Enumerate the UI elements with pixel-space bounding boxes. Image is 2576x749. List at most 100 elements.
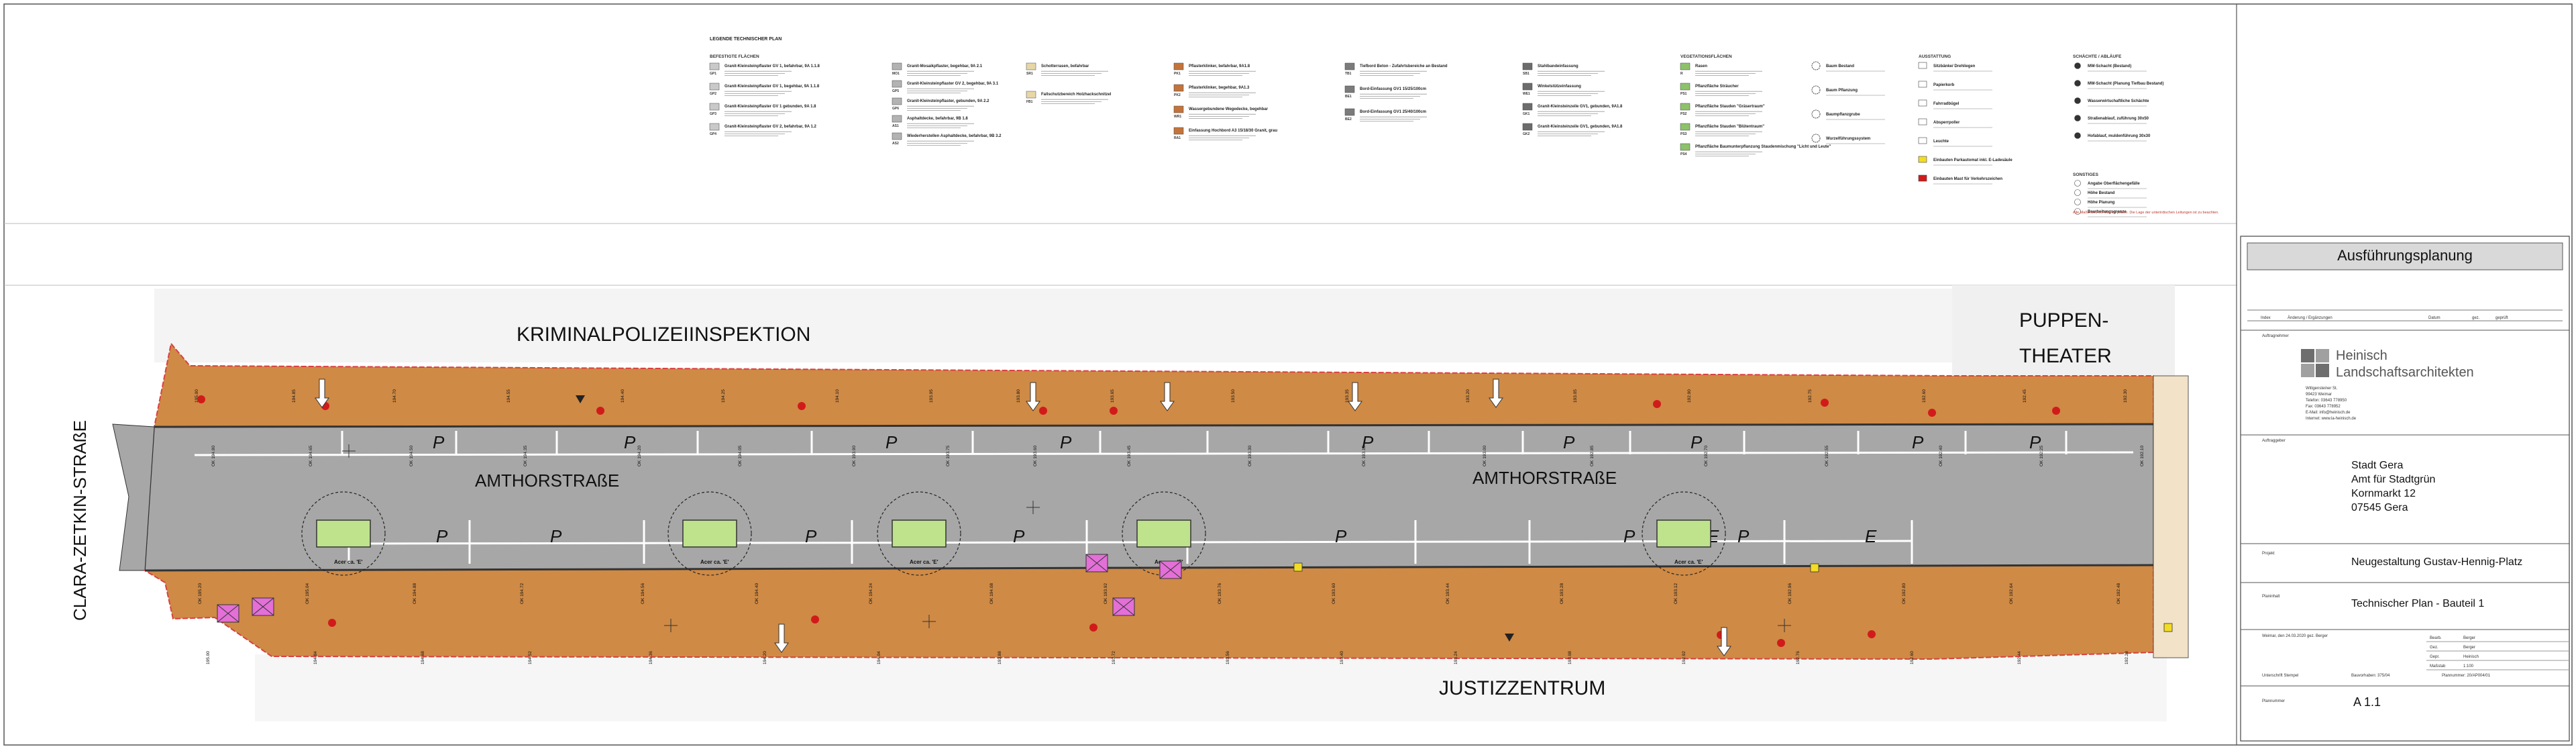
legend-label: Granit-Kleinsteinzeile GV1, gebunden, 9A… [1538, 125, 1623, 129]
spot-height: 192.60 [1922, 389, 1927, 403]
spot-height: 194.04 [877, 651, 881, 664]
legend-swatch [1344, 108, 1355, 116]
firm-logo-square-3 [2301, 364, 2314, 377]
tree-position-marker [1777, 639, 1785, 647]
tree-island: Acer ca. 'E' [1122, 491, 1206, 576]
legend-symbol [2074, 189, 2081, 196]
meta-row-value: Berger [2463, 636, 2475, 640]
tree-position-marker [798, 402, 806, 410]
legend-label: Bord-Einfassung GV1 25/40/100cm [1360, 110, 1426, 114]
parking-meter-marker [1810, 563, 1819, 572]
legend-item: Höhe Planung [2074, 199, 2147, 208]
legend-code: FB1 [1026, 100, 1033, 104]
south-parking-label: P [1335, 526, 1347, 546]
legend-swatch [1522, 103, 1533, 111]
legend-swatch [892, 62, 902, 70]
spot-height: 192.30 [2123, 389, 2128, 403]
spot-height: OK 192.10 [2140, 446, 2145, 466]
tree-island: Acer ca. 'E' [667, 491, 752, 576]
legend-item: Papierkorb [1918, 81, 1992, 91]
firm-address-line: 99423 Weimar [2306, 393, 2332, 397]
tree-species-label: Acer ca. 'E' [1674, 559, 1703, 565]
slope-arrow-icon [774, 623, 789, 653]
north-curb-line [154, 423, 2154, 428]
spot-height: OK 195.04 [305, 583, 310, 604]
label-amthorstrasse-1: AMTHORSTRAßE [475, 470, 619, 491]
legend-section-vegetation: VEGETATIONSFLÄCHEN [1680, 54, 1732, 59]
tree-position-marker [1089, 623, 1097, 632]
spot-height: 193.50 [1231, 389, 1236, 403]
legend-label: Wurzelführungssystem [1826, 137, 1870, 141]
legend-label: Pflanzfläche Baumunterpflanzung Staudenm… [1695, 145, 1831, 149]
spot-height: OK 193.44 [1446, 583, 1450, 604]
slope-arrow-icon [1160, 382, 1175, 411]
spot-height: 192.75 [1808, 389, 1813, 403]
spot-height: OK 192.40 [1939, 446, 1943, 466]
triangle-marker-icon [1505, 634, 1514, 642]
label-clara-zetkin-strasse: CLARA-ZETKIN-STRAßE [70, 420, 90, 621]
south-parking-label: P [1737, 526, 1750, 546]
tree-position-marker [1868, 630, 1876, 638]
legend-label: Granit-Kleinsteinpflaster GV 1, begehbar… [724, 85, 820, 89]
spot-height: 194.52 [528, 651, 533, 664]
legend-section-drainage: SCHÄCHTE / ABLÄUFE [2073, 54, 2122, 59]
planner-label: Auftragnehmer [2262, 334, 2289, 338]
spot-height: OK 194.08 [989, 583, 994, 604]
legend-swatch [1522, 123, 1533, 131]
spot-height: OK 193.92 [1104, 583, 1108, 604]
spot-height: 193.05 [1573, 389, 1578, 403]
spot-height: 193.35 [1345, 389, 1350, 403]
legend-code: MO1 [892, 72, 900, 76]
legend-swatch [1680, 83, 1690, 91]
firm-address-line: Wittgensteiner St. [2306, 387, 2338, 391]
spot-height: OK 193.60 [1033, 446, 1038, 466]
stamp-label: Unterschrift Stempel [2262, 674, 2298, 678]
legend-swatch [709, 103, 720, 111]
legend-item: Wurzelführungssystem [1811, 134, 1885, 144]
spot-height: 195.00 [206, 651, 211, 664]
meta-rows: Bearb.BergerGez.BergerGepr.HeinischMaßst… [2426, 636, 2569, 670]
tree-position-marker [1039, 407, 1047, 415]
spot-height: OK 192.25 [2039, 446, 2044, 466]
legend-swatch [709, 83, 720, 91]
legend-label: Papierkorb [1933, 83, 1955, 87]
spot-height: OK 194.88 [413, 583, 417, 604]
legend-item: GK2 Granit-Kleinsteinzeile GV1, gebunden,… [1522, 123, 1623, 137]
spot-height: OK 193.90 [852, 446, 857, 466]
legend-label: Einbauten Parkautomat inkl. E-Ladesäule [1933, 158, 2012, 162]
legend-swatch [1344, 85, 1355, 93]
spot-height: OK 194.50 [409, 446, 414, 466]
sign-post-icon [922, 615, 936, 628]
tree-position-marker [1110, 407, 1118, 415]
tree-crown [1122, 491, 1206, 576]
legend-label: Tiefbord Beton - Zufahrtsbereiche an Bes… [1360, 64, 1448, 68]
legend-swatch [1173, 105, 1184, 113]
north-parking-label: P [1563, 432, 1575, 452]
legend-label: Einfassung Hochbord A3 15/18/30 Granit, … [1189, 129, 1277, 133]
legend-code: GK2 [1523, 132, 1530, 136]
legend-code: GP4 [710, 132, 716, 136]
legend-label: MW-Schacht (Bestand) [2088, 64, 2131, 68]
spot-height: 194.25 [721, 389, 726, 403]
legend-swatch [1026, 91, 1036, 99]
stage-box [2247, 242, 2563, 270]
legend-item: Baum Bestand [1811, 61, 1885, 72]
ev-charger-marker [1085, 554, 1108, 572]
tree-island: Acer ca. 'E' [1642, 491, 1726, 576]
legend-label: Asphaltdecke, befahrbar, 9B 1.8 [907, 117, 968, 121]
spot-height: 192.92 [1682, 651, 1686, 664]
spot-height: OK 194.72 [520, 583, 525, 604]
